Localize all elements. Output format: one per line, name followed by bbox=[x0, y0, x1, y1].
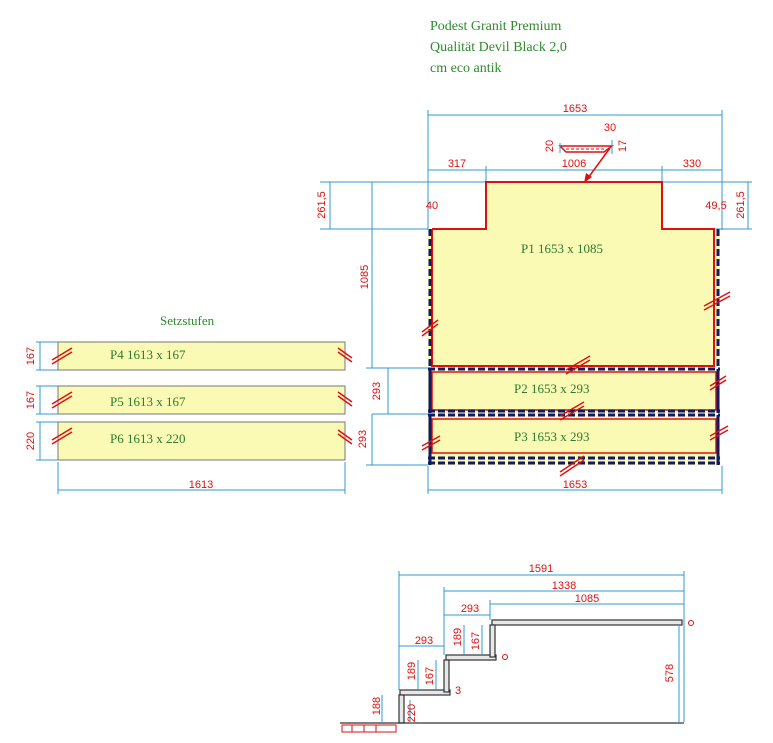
dim-bottom-total bbox=[427, 466, 723, 494]
dim-arrow-a-label: 30 bbox=[604, 122, 616, 134]
dim-notch-right bbox=[662, 181, 752, 230]
dim-side-1338-label: 1338 bbox=[552, 580, 576, 592]
dim-side-vertical bbox=[381, 625, 680, 723]
dim-side-578-label: 578 bbox=[664, 664, 676, 682]
dim-p2-height-label: 293 bbox=[371, 382, 383, 400]
dim-side-3-label: 3 bbox=[455, 685, 461, 697]
dim-setz-width bbox=[57, 462, 346, 494]
dim-setz-width-label: 1613 bbox=[189, 479, 213, 491]
dim-notch-right-label: 261,5 bbox=[735, 191, 747, 219]
dim-p2-p3-heights bbox=[366, 368, 428, 466]
panel-p3 bbox=[421, 401, 729, 477]
title-line-1: Podest Granit Premium bbox=[430, 19, 562, 34]
title-line-3: cm eco antik bbox=[430, 61, 502, 76]
dim-notch-left-label: 261,5 bbox=[316, 191, 328, 219]
dim-side-189a-label: 189 bbox=[452, 628, 464, 646]
setzstufen-label: Setzstufen bbox=[160, 313, 215, 328]
dim-side-1591-label: 1591 bbox=[529, 563, 553, 575]
panel-p4 bbox=[51, 341, 353, 371]
dim-side-220-label: 220 bbox=[406, 704, 418, 722]
dim-inset-left-label: 40 bbox=[426, 200, 438, 212]
dim-side-188-label: 188 bbox=[371, 697, 383, 715]
dim-p3-height-label: 293 bbox=[357, 430, 369, 448]
panel-p2-label: P2 1653 x 293 bbox=[514, 381, 589, 396]
drawing-title: Podest Granit Premium Qualität Devil Bla… bbox=[430, 16, 567, 79]
panel-p6 bbox=[51, 421, 353, 461]
dim-top-right-label: 330 bbox=[683, 158, 701, 170]
dim-inset-right-label: 49,5 bbox=[705, 200, 726, 212]
dim-top-mid-label: 1006 bbox=[562, 158, 586, 170]
panel-p5-label: P5 1613 x 167 bbox=[110, 394, 186, 409]
panel-p3-label: P3 1653 x 293 bbox=[514, 429, 589, 444]
dim-p5-height-label: 167 bbox=[25, 391, 37, 409]
dim-p1-height bbox=[366, 182, 428, 369]
dim-side-horizontal bbox=[398, 571, 685, 722]
dim-p1-height-label: 1085 bbox=[359, 265, 371, 289]
direction-arrow bbox=[558, 140, 615, 183]
title-line-2: Qualität Devil Black 2,0 bbox=[430, 40, 567, 55]
dim-side-1085-label: 1085 bbox=[575, 593, 599, 605]
dim-top-parts bbox=[428, 166, 722, 182]
dim-side-167b-label: 167 bbox=[424, 667, 436, 685]
dim-p6-height-label: 220 bbox=[25, 432, 37, 450]
dim-arrow-b-label: 20 bbox=[544, 140, 556, 152]
dim-side-293a-label: 293 bbox=[461, 603, 479, 615]
edge-markers bbox=[341, 620, 694, 733]
dim-top-total-label: 1653 bbox=[563, 103, 587, 115]
dim-top-left-label: 317 bbox=[448, 158, 466, 170]
panel-p4-label: P4 1613 x 167 bbox=[110, 347, 186, 362]
panel-p6-label: P6 1613 x 220 bbox=[110, 431, 185, 446]
stair-profile bbox=[340, 619, 684, 724]
dim-bottom-total-label: 1653 bbox=[563, 479, 587, 491]
dim-arrow-c-label: 17 bbox=[617, 140, 629, 152]
dim-notch-left bbox=[320, 181, 486, 230]
dim-p4-height-label: 167 bbox=[25, 347, 37, 365]
panel-p1 bbox=[421, 181, 731, 367]
panel-p5 bbox=[51, 385, 353, 415]
dim-setz-heights bbox=[36, 341, 58, 461]
dim-side-293b-label: 293 bbox=[415, 635, 433, 647]
panel-p1-label: P1 1653 x 1085 bbox=[521, 241, 603, 256]
dim-side-189b-label: 189 bbox=[406, 662, 418, 680]
dim-side-167a-label: 167 bbox=[470, 632, 482, 650]
